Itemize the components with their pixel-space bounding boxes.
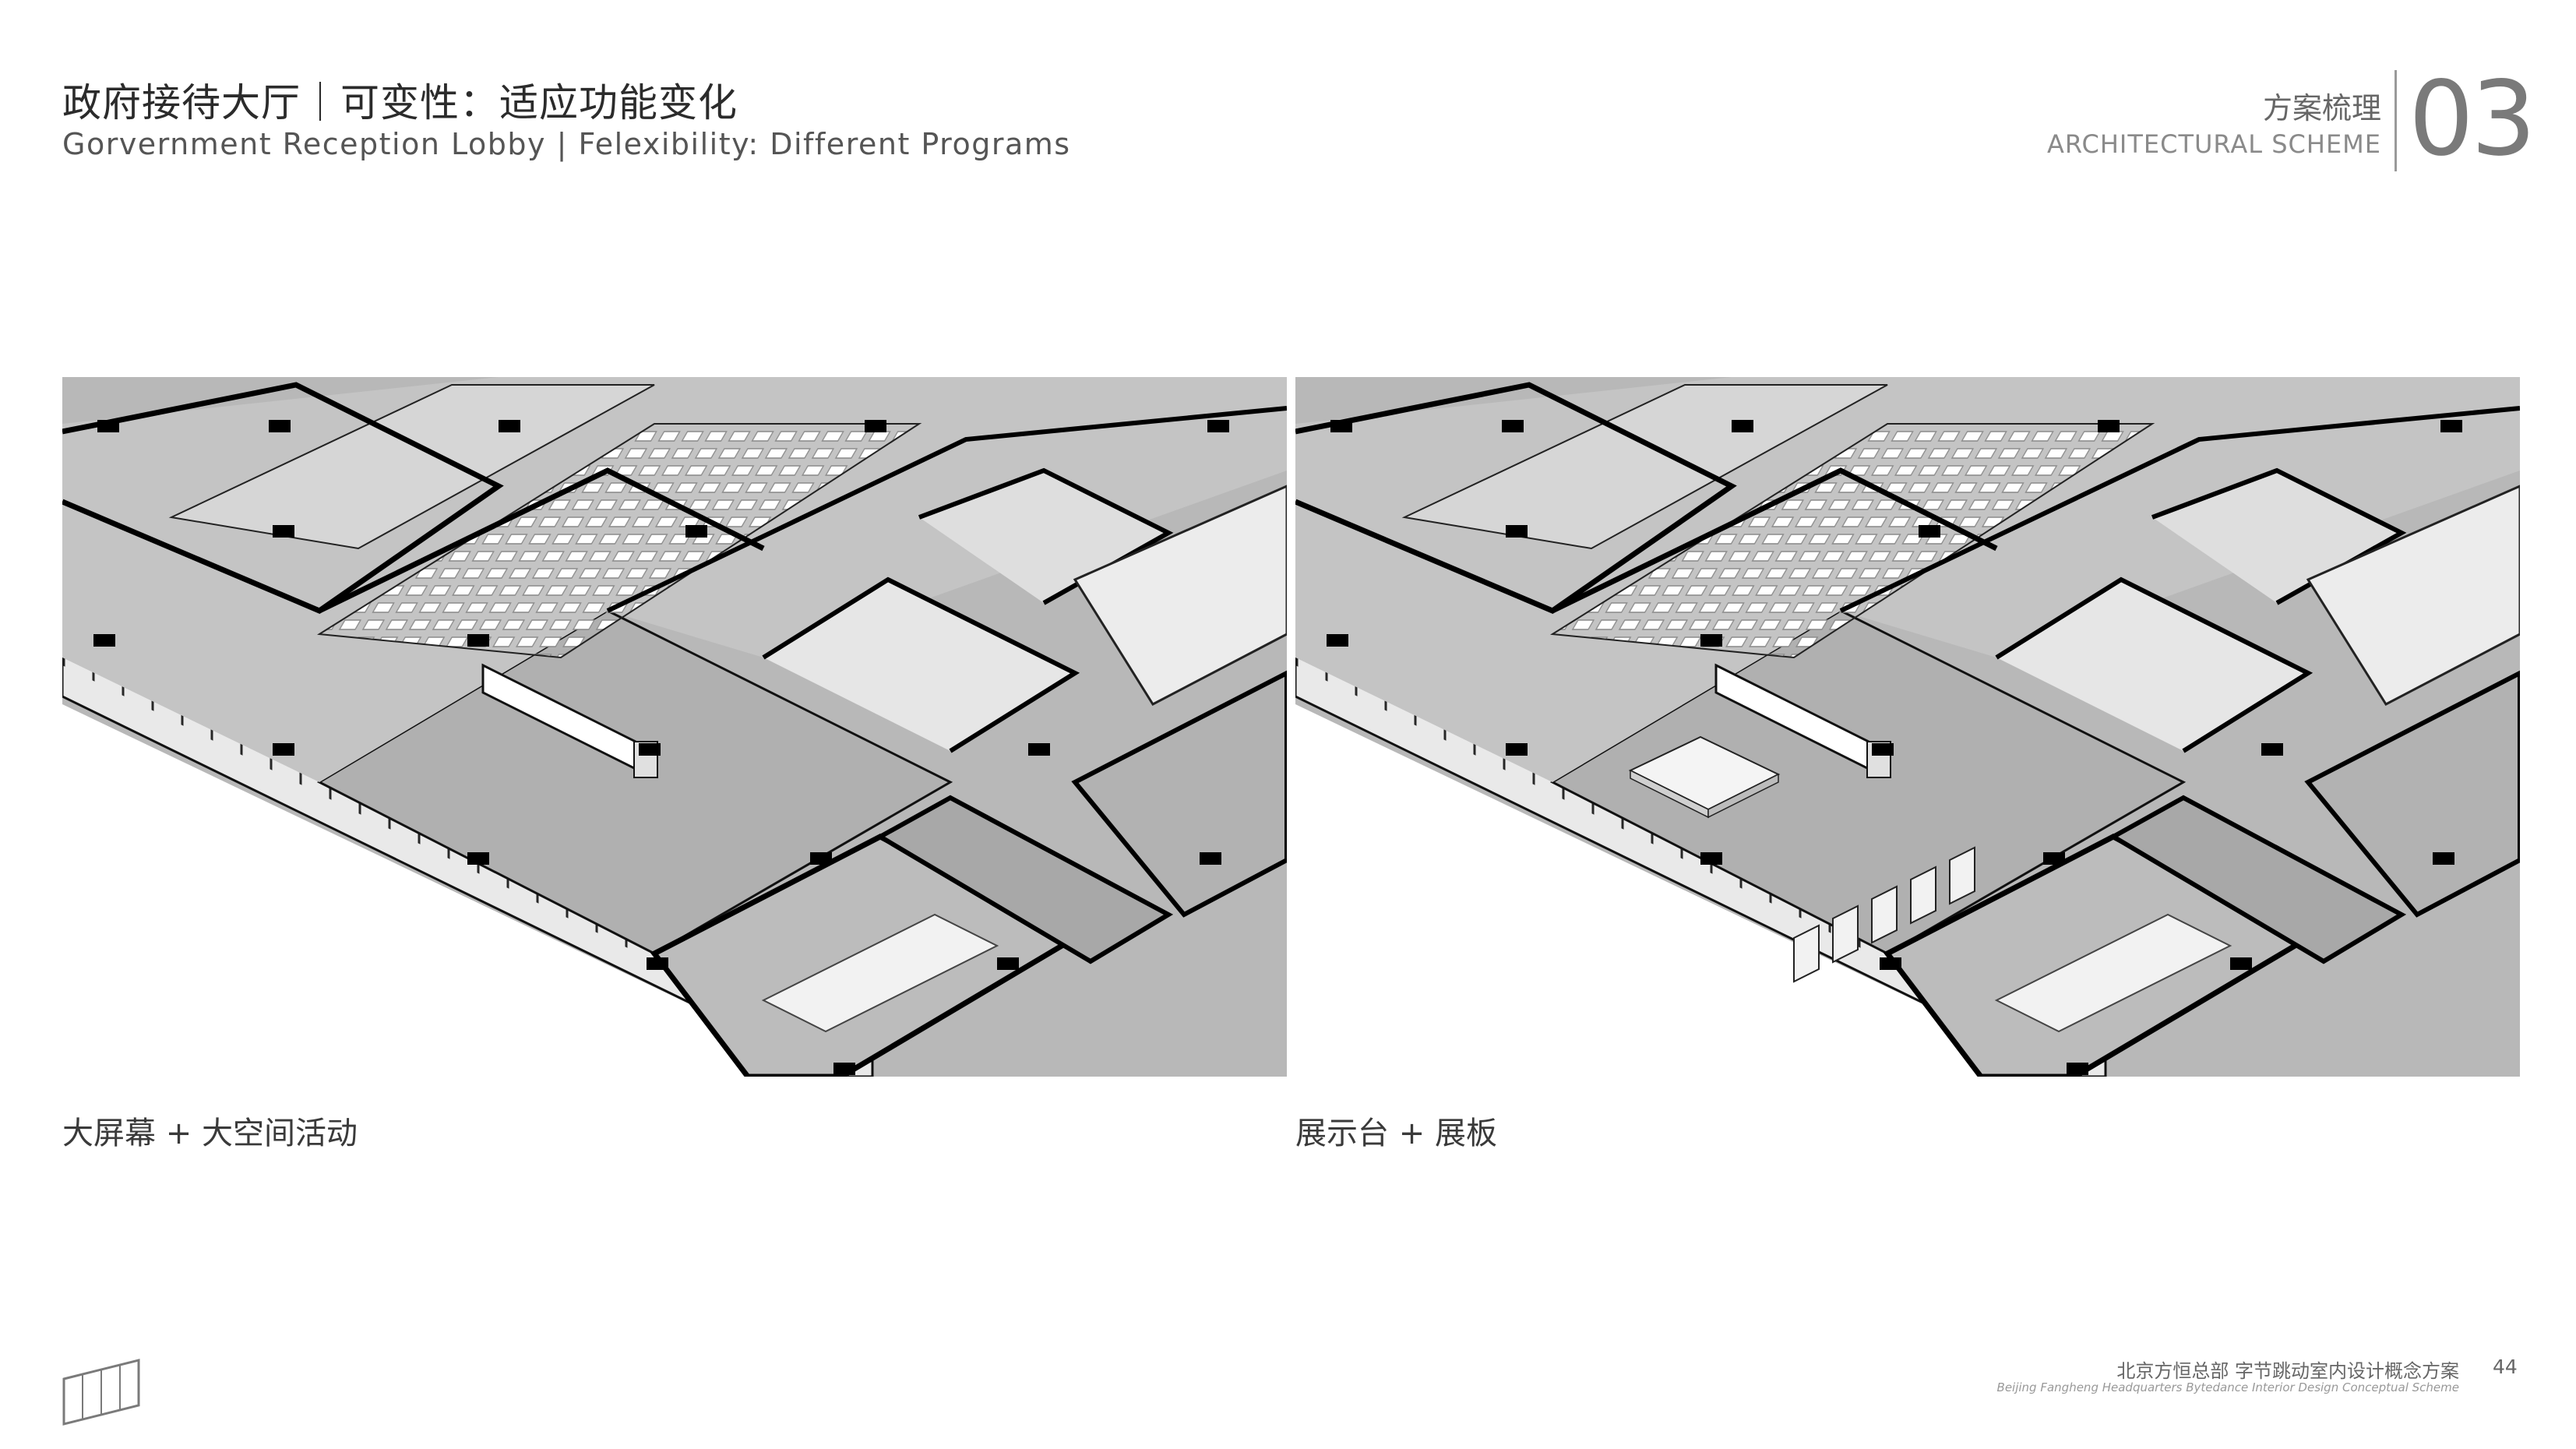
project-name-en: Beijing Fangheng Headquarters Bytedance …	[1996, 1380, 2459, 1394]
section-number: 03	[2409, 59, 2536, 179]
page-subtitle: Gorvernment Reception Lobby | Felexibili…	[62, 127, 1071, 161]
axonometric-drawing-display-stage	[1295, 377, 2520, 1077]
page-number: 44	[2493, 1356, 2518, 1378]
caption-display-stage: 展示台 + 展板	[1295, 1116, 1497, 1151]
project-name-cn: 北京方恒总部 字节跳动室内设计概念方案	[2116, 1360, 2459, 1382]
section-label-en: ARCHITECTURAL SCHEME	[2046, 129, 2381, 159]
axonometric-drawing-big-screen	[62, 377, 1287, 1077]
page-title: 政府接待大厅｜可变性：适应功能变化	[62, 80, 738, 125]
caption-big-screen: 大屏幕 + 大空间活动	[62, 1116, 358, 1151]
section-label-cn: 方案梳理	[2262, 91, 2381, 125]
gbbn-logo	[61, 1357, 146, 1427]
section-divider	[2395, 70, 2397, 171]
